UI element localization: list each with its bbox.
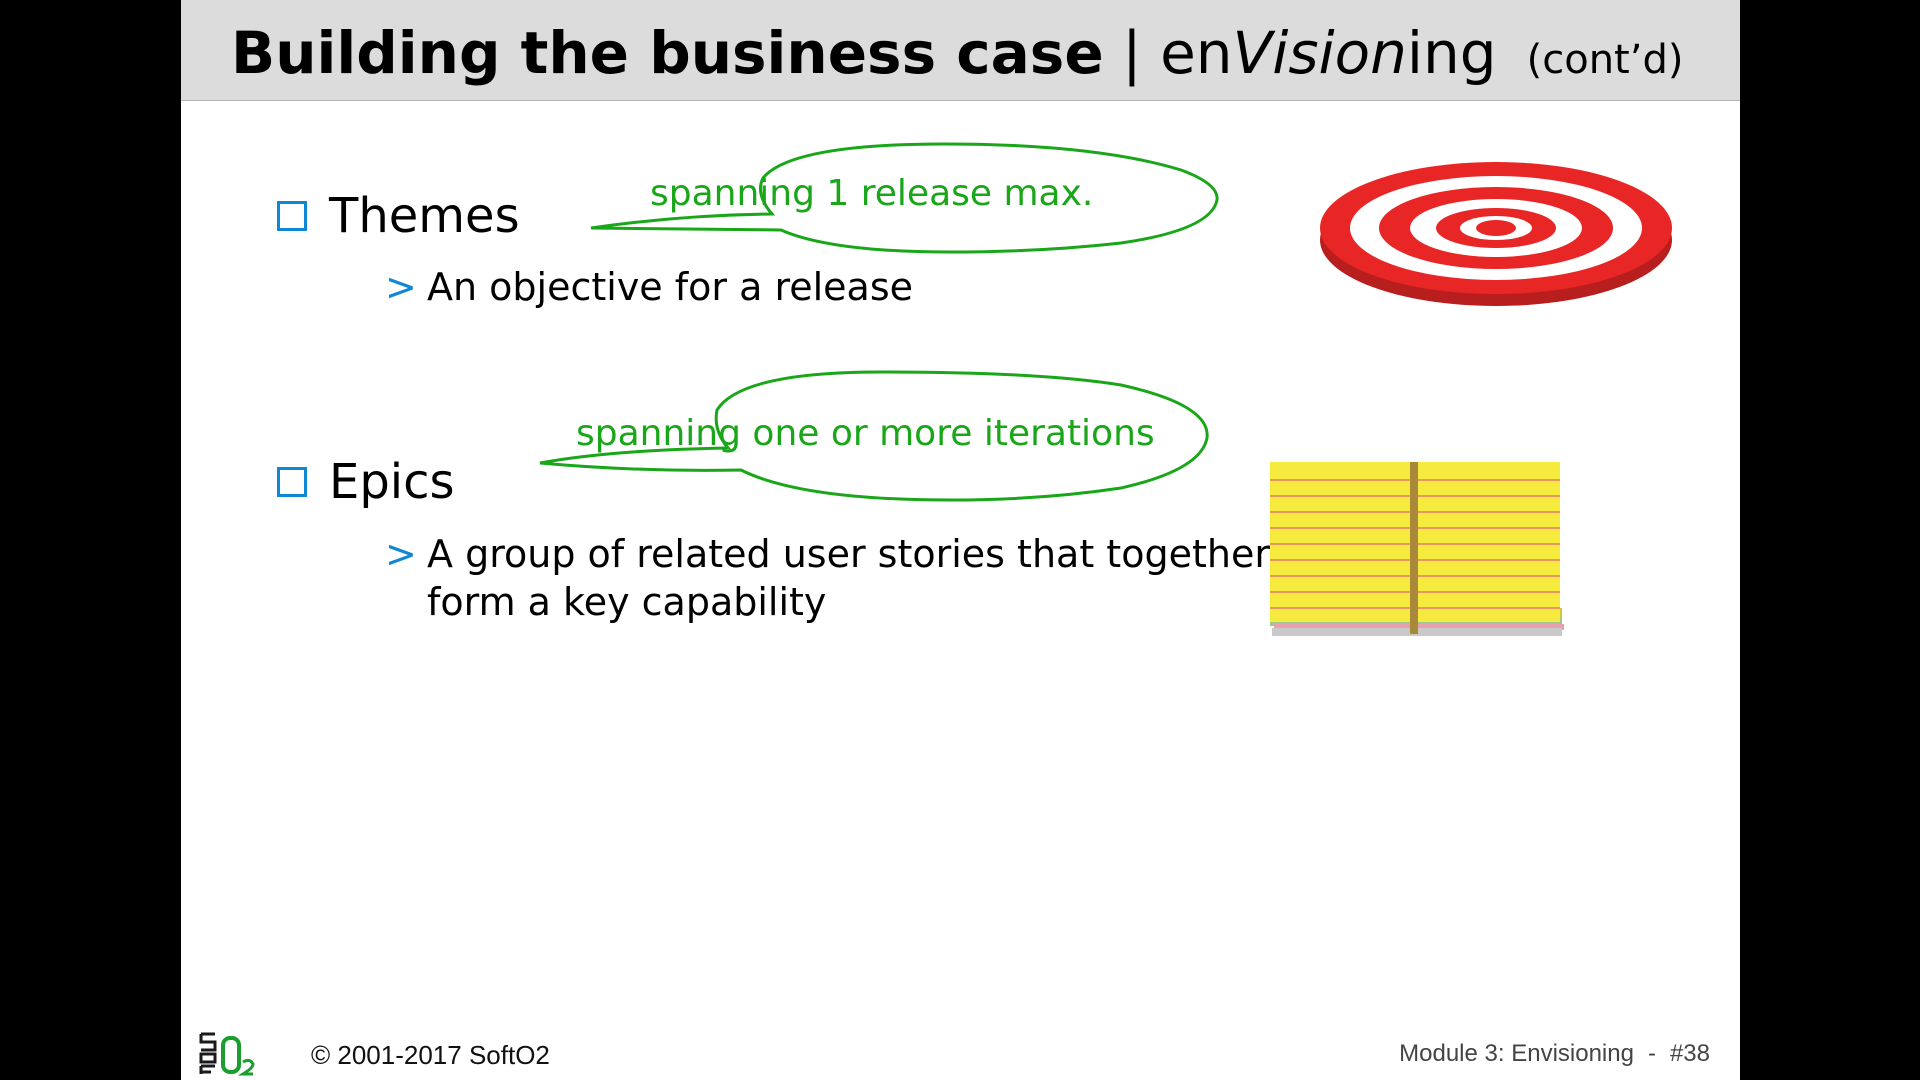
sub-bullet-themes: > An objective for a release [385, 263, 985, 313]
footer-copyright: © 2001-2017 SoftO2 [311, 1040, 550, 1070]
index-cards-icon [1270, 462, 1564, 636]
sub-bullet-marker: > [385, 532, 417, 576]
sub-bullet-text-line-1: A group of related user stories that tog… [427, 532, 1270, 576]
title-prefix: en [1160, 19, 1233, 87]
title-bar: Building the business case | enVisioning… [181, 0, 1740, 101]
slide: Building the business case | enVisioning… [181, 0, 1740, 1080]
bullet-themes: Themes [277, 188, 520, 244]
sub-bullet-text-line-2: form a key capability [427, 580, 827, 624]
footer-module-name: Module 3: Envisioning [1399, 1040, 1634, 1067]
checkbox-icon [277, 201, 307, 231]
title-separator: | [1103, 19, 1161, 87]
title-suffix: ing [1406, 19, 1497, 87]
title-italic: Vision [1232, 19, 1407, 87]
target-icon [1320, 162, 1672, 306]
sub-bullet-text: An objective for a release [427, 265, 914, 309]
bullet-epics: Epics [277, 454, 455, 510]
callout-themes-bubble [590, 142, 1219, 254]
sub-bullet-epics: > A group of related user stories that t… [385, 530, 1270, 630]
title-main: Building the business case [231, 19, 1104, 87]
footer-separator: - [1647, 1040, 1656, 1067]
sub-bullet-marker: > [385, 265, 417, 309]
callouts-layer [539, 142, 1219, 502]
callout-epics-text: spanning one or more iterations [576, 413, 1155, 454]
footer-module-info: Module 3: Envisioning-#38 [1399, 1040, 1710, 1068]
checkbox-icon [277, 467, 307, 497]
bullet-label: Epics [329, 454, 455, 510]
title-continued: (cont’d) [1526, 37, 1684, 83]
page-title: Building the business case | enVisioning… [231, 17, 1683, 96]
softo2-logo-icon [199, 1032, 255, 1076]
bullet-label: Themes [329, 188, 520, 244]
callout-epics-bubble [539, 370, 1209, 502]
page-number: #38 [1669, 1040, 1710, 1067]
callout-themes-text: spanning 1 release max. [650, 173, 1094, 214]
